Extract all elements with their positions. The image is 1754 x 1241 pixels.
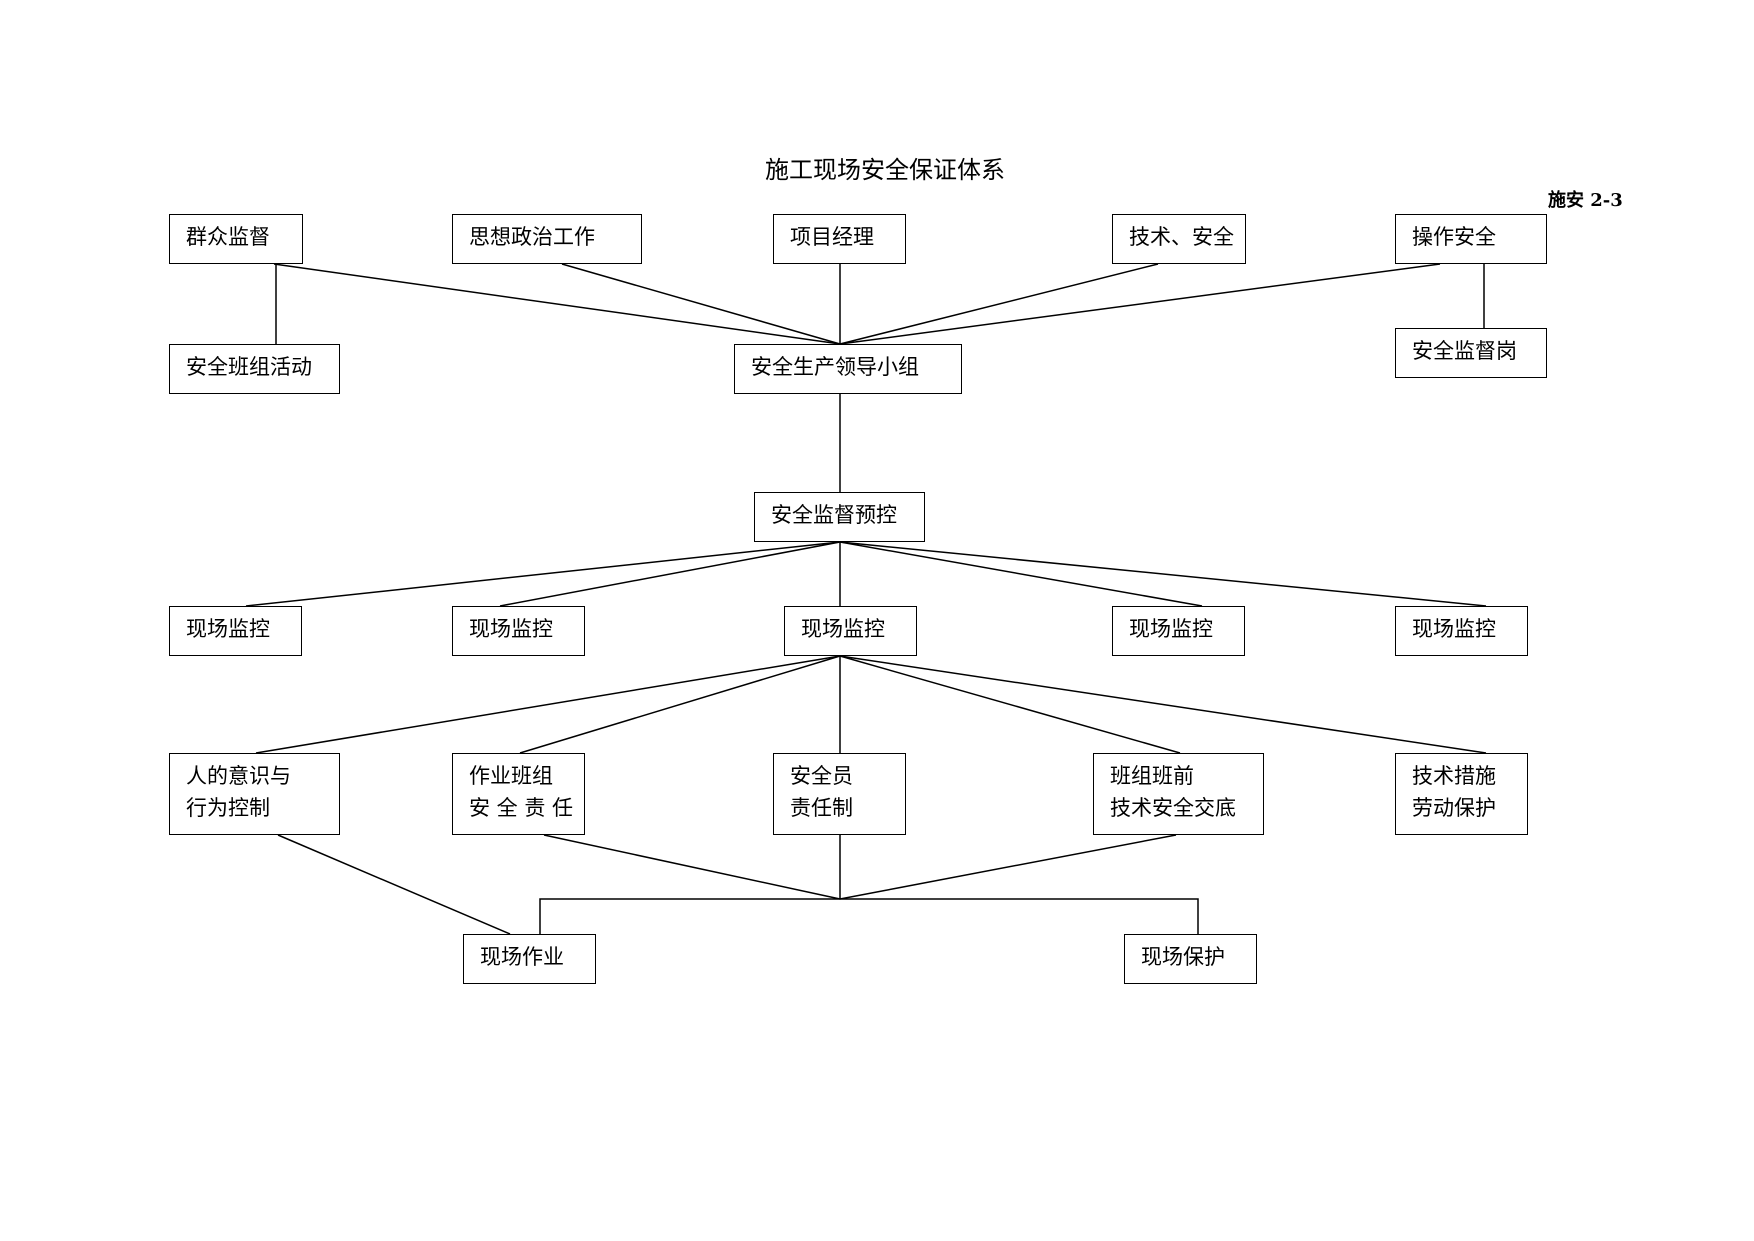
line-monitor-to-awareness [255,655,841,754]
node-political-work: 思想政治工作 [452,214,642,264]
line-control-to-monitor-2 [499,541,841,607]
node-human-awareness: 人的意识与 行为控制 [169,753,340,835]
node-leading-group: 安全生产领导小组 [734,344,962,394]
node-safety-officer: 安全员 责任制 [773,753,906,835]
line-team-resp-to-merge [543,834,841,900]
diagram-title: 施工现场安全保证体系 [765,156,1005,184]
line-briefing-to-merge [839,834,1177,900]
line-control-to-monitor-5 [839,541,1487,607]
node-site-monitor-5: 现场监控 [1395,606,1528,656]
line-tech-to-group [839,263,1159,345]
line-monitor-to-team-resp [519,655,841,754]
line-monitor-to-measures [839,655,1487,754]
node-supervision-control: 安全监督预控 [754,492,925,542]
node-site-monitor-4: 现场监控 [1112,606,1245,656]
node-operation-safety: 操作安全 [1395,214,1547,264]
line-awareness-to-operation [277,834,511,935]
node-mass-supervision: 群众监督 [169,214,303,264]
node-project-manager: 项目经理 [773,214,906,264]
node-site-monitor-2: 现场监控 [452,606,585,656]
node-team-activity: 安全班组活动 [169,344,340,394]
line-merge-bracket [539,898,1199,934]
node-site-operation: 现场作业 [463,934,596,984]
node-site-monitor-1: 现场监控 [169,606,302,656]
line-mass-to-group [273,263,841,345]
line-operation-to-group [839,263,1441,345]
node-supervision-post: 安全监督岗 [1395,328,1547,378]
form-code: 施安 2-3 [1548,190,1623,211]
node-pre-shift-briefing: 班组班前 技术安全交底 [1093,753,1264,835]
line-control-to-monitor-1 [245,541,841,607]
node-tech-safety: 技术、安全 [1112,214,1246,264]
node-site-protection: 现场保护 [1124,934,1257,984]
line-monitor-to-briefing [839,655,1181,754]
node-site-monitor-3: 现场监控 [784,606,917,656]
node-team-responsibility: 作业班组 安 全 责 任 [452,753,585,835]
node-tech-measures: 技术措施 劳动保护 [1395,753,1528,835]
line-control-to-monitor-4 [839,541,1203,607]
line-political-to-group [561,263,841,345]
